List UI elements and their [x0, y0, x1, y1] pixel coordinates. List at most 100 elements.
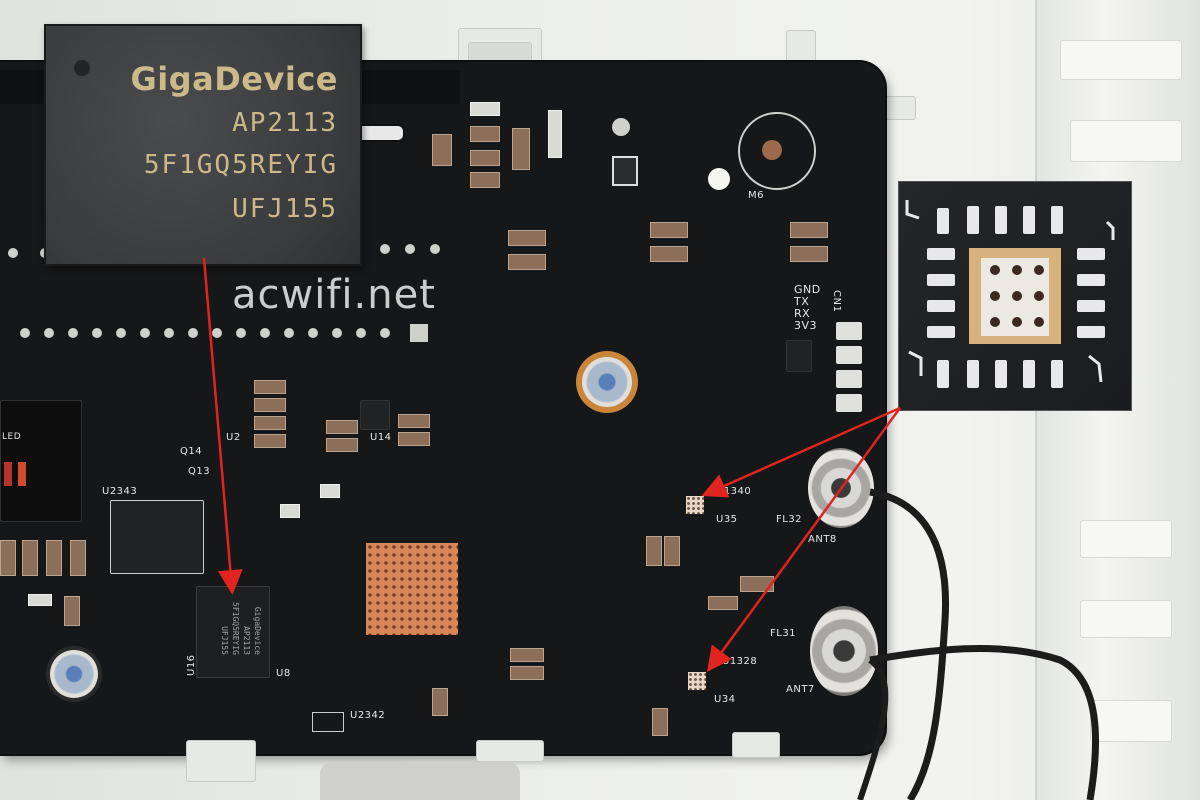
housing-clip [186, 740, 256, 782]
bga-pad [366, 543, 458, 635]
arrow-to-u35 [701, 406, 901, 498]
capacitor [326, 420, 358, 434]
transistor-q2 [786, 340, 812, 372]
antenna-connector-ant7 [810, 606, 878, 696]
test-point [612, 118, 630, 136]
chip-u14 [360, 400, 390, 430]
housing-rib [1080, 520, 1172, 558]
label-m6: M6 [748, 190, 764, 201]
label-ant8: ANT8 [808, 534, 837, 545]
housing-rib [1070, 120, 1182, 162]
antenna-cable-ant7 [869, 644, 1100, 800]
capacitor [790, 222, 828, 238]
label-u2: U2 [226, 432, 241, 443]
chip-u8-flash: GigaDevice AP2113 5F1GQ5REYIG UFJ155 [196, 586, 270, 678]
label-u34: U34 [714, 694, 736, 705]
fiducial [708, 168, 730, 190]
capacitor [646, 536, 662, 566]
label-ant7: ANT7 [786, 684, 815, 695]
label-u1328: U1328 [722, 656, 758, 667]
ribbon-cable [320, 762, 520, 800]
uart-pad [836, 370, 862, 388]
chip-u2343 [110, 500, 204, 574]
led-indicator [4, 462, 12, 486]
capacitor [254, 416, 286, 430]
housing-rib [1060, 40, 1182, 80]
capacitor [398, 414, 430, 428]
capacitor [254, 398, 286, 412]
label-u2342: U2342 [350, 710, 386, 721]
capacitor [470, 102, 500, 116]
rf-chip-u34 [688, 672, 706, 690]
capacitor [470, 126, 500, 142]
screw-icon [50, 650, 98, 698]
watermark: acwifi.net [232, 272, 436, 318]
arrow-to-flash-chip [202, 257, 243, 595]
mounting-hole-ring [738, 112, 816, 190]
capacitor [510, 648, 544, 662]
label-q13: Q13 [188, 466, 211, 477]
capacitor [470, 172, 500, 188]
capacitor [326, 438, 358, 452]
capacitor [70, 540, 86, 576]
label-fl32: FL32 [776, 514, 803, 525]
label-fl31: FL31 [770, 628, 797, 639]
capacitor [508, 254, 546, 270]
qfn-footprint [905, 200, 1115, 388]
capacitor [254, 434, 286, 448]
chip-zoom-inset: GigaDevice AP2113 5F1GQ5REYIG UFJ155 [44, 24, 362, 266]
uart-pad [836, 346, 862, 364]
label-gnd: GND [794, 283, 821, 296]
housing-rib [1080, 600, 1172, 638]
capacitor [398, 432, 430, 446]
capacitor [22, 540, 38, 576]
capacitor [664, 536, 680, 566]
uart-pad [836, 322, 862, 340]
resistor [28, 594, 52, 606]
label-3v3: 3V3 [794, 319, 818, 332]
led-module [0, 400, 82, 522]
capacitor [510, 666, 544, 680]
capacitor [0, 540, 16, 576]
capacitor [64, 596, 80, 626]
screw-icon [582, 357, 632, 407]
chip-line1: AP2113 [232, 108, 338, 138]
capacitor [650, 246, 688, 262]
chip-brand: GigaDevice [130, 60, 338, 98]
antenna-cable-lead [857, 657, 889, 800]
rf-chip-u35 [686, 496, 704, 514]
capacitor [470, 150, 500, 166]
resistor [320, 484, 340, 498]
uart-pad [836, 394, 862, 412]
capacitor [46, 540, 62, 576]
antenna-cable-ant8 [869, 488, 950, 800]
capacitor [432, 134, 452, 166]
capacitor [650, 222, 688, 238]
led-indicator [18, 462, 26, 486]
label-u8: U8 [276, 668, 291, 679]
label-u14: U14 [370, 432, 392, 443]
label-q14: Q14 [180, 446, 203, 457]
pin-header-row [0, 322, 440, 344]
capacitor [508, 230, 546, 246]
arrow-to-u34 [707, 407, 902, 673]
capacitor [254, 380, 286, 394]
housing-rib [1090, 700, 1172, 742]
capacitor [512, 128, 530, 170]
label-rx: RX [794, 307, 811, 320]
capacitor [790, 246, 828, 262]
label-led: LED [2, 432, 22, 442]
capacitor [708, 596, 738, 610]
uart-labels: GND TX RX 3V3 [794, 284, 821, 332]
chip-line3: UFJ155 [232, 194, 338, 224]
housing-clip [732, 732, 780, 758]
resistor [548, 110, 562, 158]
capacitor [740, 576, 774, 592]
label-u2343: U2343 [102, 486, 138, 497]
qfn-zoom-inset [898, 181, 1132, 411]
label-u35: U35 [716, 514, 738, 525]
label-tx: TX [794, 295, 810, 308]
test-point-square [612, 156, 638, 186]
chip-line2: 5F1GQ5REYIG [143, 150, 338, 180]
